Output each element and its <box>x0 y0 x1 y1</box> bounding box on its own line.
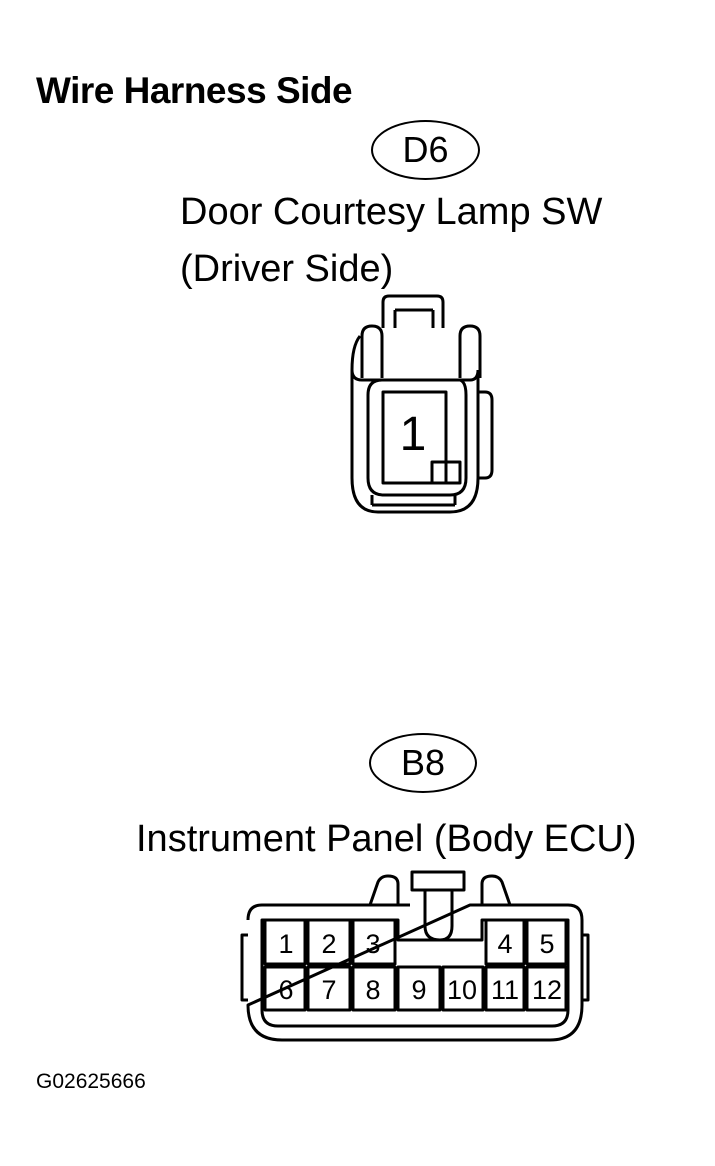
pin-label: 5 <box>539 929 554 959</box>
connector-code-d6-text: D6 <box>402 129 449 170</box>
figure-code: G02625666 <box>36 1070 146 1093</box>
pin-label: 7 <box>321 975 336 1005</box>
connector-b8-drawing <box>240 870 590 1042</box>
connector-b8-pin-labels: 1 2 3 4 5 6 7 8 9 10 11 12 <box>278 929 562 1005</box>
connector-code-b8-text: B8 <box>400 742 446 783</box>
connector-code-d6: D6 <box>371 120 480 180</box>
connector-code-b8: B8 <box>369 733 477 793</box>
pin-label: 8 <box>365 975 380 1005</box>
pin-label: 6 <box>278 975 293 1005</box>
connector-d6-drawing <box>350 294 494 514</box>
pin-label: 10 <box>447 975 477 1005</box>
pin-label: 9 <box>411 975 426 1005</box>
pin-label: 2 <box>321 929 336 959</box>
pin-label: 3 <box>365 929 380 959</box>
pin-label: 4 <box>497 929 512 959</box>
pin-label: 12 <box>532 975 562 1005</box>
connector-d6-name-line2: (Driver Side) <box>180 248 394 290</box>
pin-label: 11 <box>491 975 519 1005</box>
connector-d6-pin: 1 <box>400 408 427 461</box>
connector-d6-name-line1: Door Courtesy Lamp SW <box>180 191 603 233</box>
connector-b8-name: Instrument Panel (Body ECU) <box>136 818 637 860</box>
diagram-title: Wire Harness Side <box>36 70 353 111</box>
pin-label: 1 <box>278 929 293 959</box>
